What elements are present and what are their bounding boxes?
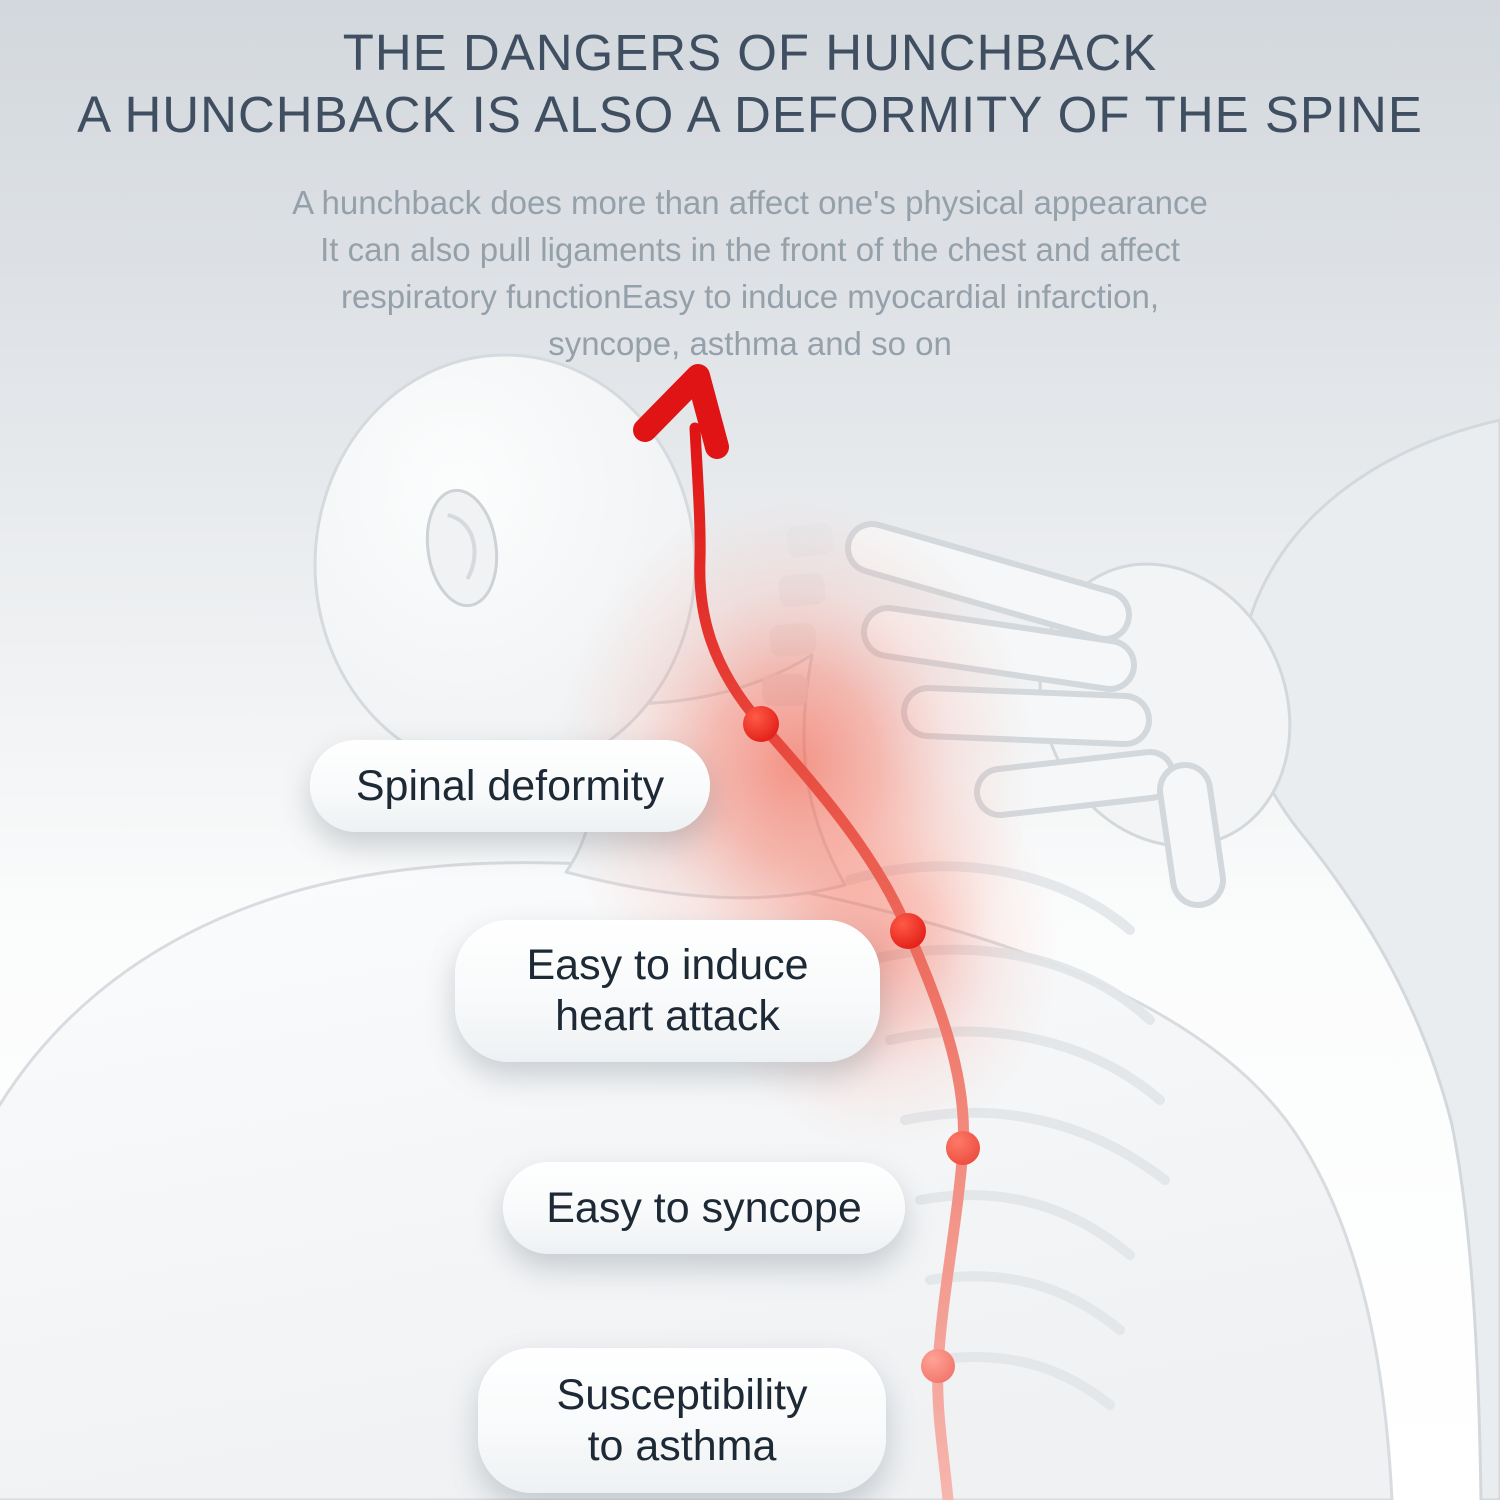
spine-dot-marker-3 — [946, 1131, 980, 1165]
spine-dot-marker-4 — [921, 1349, 955, 1383]
ear — [425, 488, 499, 608]
callout-label-line2: to asthma — [587, 1421, 777, 1470]
callout-syncope: Easy to syncope — [503, 1162, 905, 1254]
subtitle-line-4: syncope, asthma and so on — [548, 325, 952, 363]
header: THE DANGERS OF HUNCHBACK A HUNCHBACK IS … — [0, 0, 1500, 368]
callout-heart-attack: Easy to induce heart attack — [455, 920, 880, 1062]
callout-label-line1: Susceptibility — [556, 1370, 808, 1419]
page-subtitle: A hunchback does more than affect one's … — [170, 180, 1330, 367]
spine-arrow-icon — [633, 364, 729, 459]
callout-asthma: Susceptibility to asthma — [478, 1348, 886, 1493]
spine-dot-marker-2 — [890, 913, 926, 949]
page-title: THE DANGERS OF HUNCHBACK A HUNCHBACK IS … — [0, 22, 1500, 146]
subtitle-line-3: respiratory functionEasy to induce myoca… — [340, 278, 1160, 316]
page-title-line2: A HUNCHBACK IS ALSO A DEFORMITY OF THE S… — [77, 86, 1423, 144]
page-title-line1: THE DANGERS OF HUNCHBACK — [342, 24, 1158, 81]
callout-label: Easy to syncope — [546, 1183, 862, 1232]
spine-dot-marker-1 — [743, 706, 779, 742]
raised-arm — [1239, 418, 1500, 1500]
subtitle-line-2: It can also pull ligaments in the front … — [320, 231, 1180, 269]
callout-label-line2: heart attack — [555, 992, 780, 1040]
subtitle-line-1: A hunchback does more than affect one's … — [292, 184, 1208, 222]
callout-spinal-deformity: Spinal deformity — [310, 740, 710, 832]
spine-dot-markers — [743, 706, 980, 1383]
callout-label-line1: Easy to induce — [526, 941, 809, 990]
callout-label: Spinal deformity — [355, 761, 665, 810]
